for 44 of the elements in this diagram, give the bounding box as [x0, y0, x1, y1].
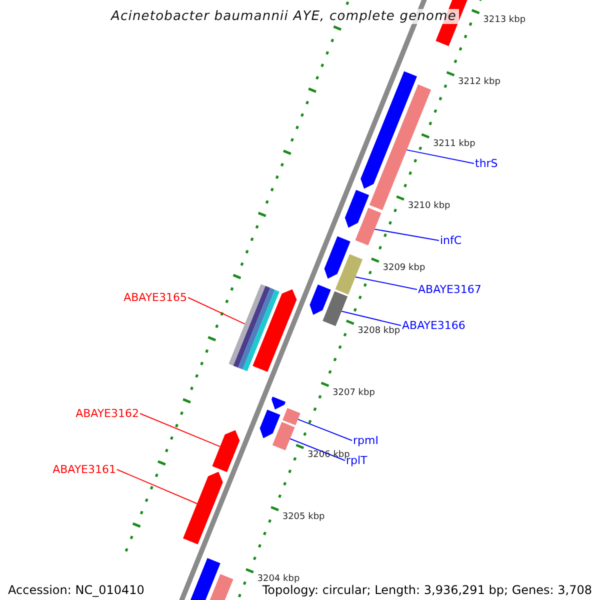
gene-feature — [344, 190, 370, 228]
gene-label: ABAYE3161 — [52, 463, 116, 476]
leader-line — [406, 149, 474, 164]
gene-feature — [272, 396, 286, 410]
gene-feature — [369, 84, 432, 210]
gene-feature — [360, 71, 417, 189]
scale-label: 3204 kbp — [257, 572, 300, 584]
scale-label: 3212 kbp — [458, 76, 500, 90]
leader-line — [116, 469, 198, 504]
gene-feature — [335, 254, 363, 295]
gene-feature — [322, 291, 348, 326]
genome-info: Topology: circular; Length: 3,936,291 bp; Genes: 3,708 — [262, 584, 592, 597]
gene-feature — [252, 289, 297, 372]
gene-label: thrS — [475, 157, 498, 170]
gene-feature — [228, 284, 280, 372]
scale-label: 3205 kbp — [282, 510, 325, 524]
gene-feature — [355, 208, 382, 246]
scale-label: 3211 kbp — [432, 138, 476, 152]
gene-label: ABAYE3167 — [418, 283, 482, 296]
gene-label: ABAYE3165 — [124, 291, 187, 304]
gene-feature — [212, 430, 240, 472]
leader-line — [354, 276, 418, 290]
leader-line — [341, 310, 402, 326]
scale-label: 3209 kbp — [382, 262, 426, 276]
leader-line — [140, 413, 221, 448]
leader-line — [374, 228, 440, 241]
gene-feature — [324, 236, 350, 279]
gene-label: infC — [440, 234, 462, 247]
gene-feature — [310, 284, 331, 315]
gene-label: rpmI — [353, 434, 378, 447]
diagram-title: Acinetobacter baumannii AYE, complete genome — [108, 9, 460, 24]
gene-feature — [183, 472, 223, 544]
scale-label: 3208 kbp — [358, 324, 400, 338]
scale-label: 3207 kbp — [332, 386, 375, 400]
gene-label: ABAYE3162 — [76, 407, 139, 420]
gene-label: ABAYE3166 — [402, 319, 466, 332]
gene-feature — [282, 408, 300, 426]
genome-info: Accession: NC_010410 — [8, 584, 144, 597]
scale-label: 3213 kbp — [483, 14, 526, 27]
leader-line — [290, 438, 346, 461]
scale-label: 3210 kbp — [408, 200, 450, 214]
leader-line — [297, 418, 352, 441]
gene-feature — [260, 410, 280, 438]
leader-line — [188, 297, 246, 324]
